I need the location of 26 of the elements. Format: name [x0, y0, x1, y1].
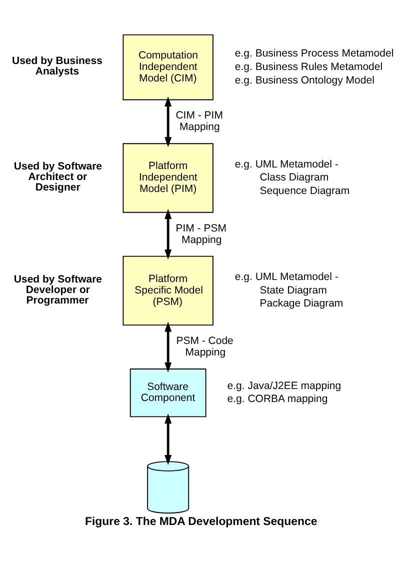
- node-box: Software Component: [130, 368, 206, 418]
- arrow: [164, 208, 172, 260]
- arrow: [164, 96, 172, 148]
- node-label: State Diagram: [260, 284, 327, 296]
- node-label: Class Diagram: [260, 172, 329, 184]
- arrow: [164, 414, 172, 466]
- node-label: e.g. Business Ontology Model: [234, 74, 374, 86]
- arrow: [164, 322, 172, 373]
- node-box: Platform Independent Model (PIM): [122, 143, 214, 213]
- node-label: Package Diagram: [260, 298, 344, 310]
- edge-label: CIM - PIM Mapping: [176, 110, 223, 134]
- node-label: e.g. Business Rules Metamodel: [234, 60, 383, 73]
- node-label: Used by Software Developer or Programmer: [14, 273, 102, 306]
- node-box: Computation Independent Model (CIM): [122, 34, 214, 100]
- node-label: e.g. Business Process Metamodel: [234, 48, 394, 60]
- edge-label: PSM - Code Mapping: [176, 334, 234, 358]
- node-label: e.g. CORBA mapping: [227, 393, 328, 406]
- node-label: e.g. Java/J2EE mapping: [227, 380, 342, 392]
- node-label: e.g. UML Metamodel -: [234, 270, 338, 283]
- node-label: e.g. UML Metamodel -: [234, 158, 338, 170]
- edge-label: PIM - PSM Mapping: [176, 222, 226, 246]
- caption: Figure 3. The MDA Development Sequence: [85, 516, 318, 528]
- node-label: Used by Software Architect or Designer: [14, 160, 102, 194]
- node-label: Used by Business Analysts: [12, 55, 102, 78]
- node-label: Sequence Diagram: [260, 185, 350, 198]
- node-box: Platform Specific Model (PSM): [122, 256, 214, 326]
